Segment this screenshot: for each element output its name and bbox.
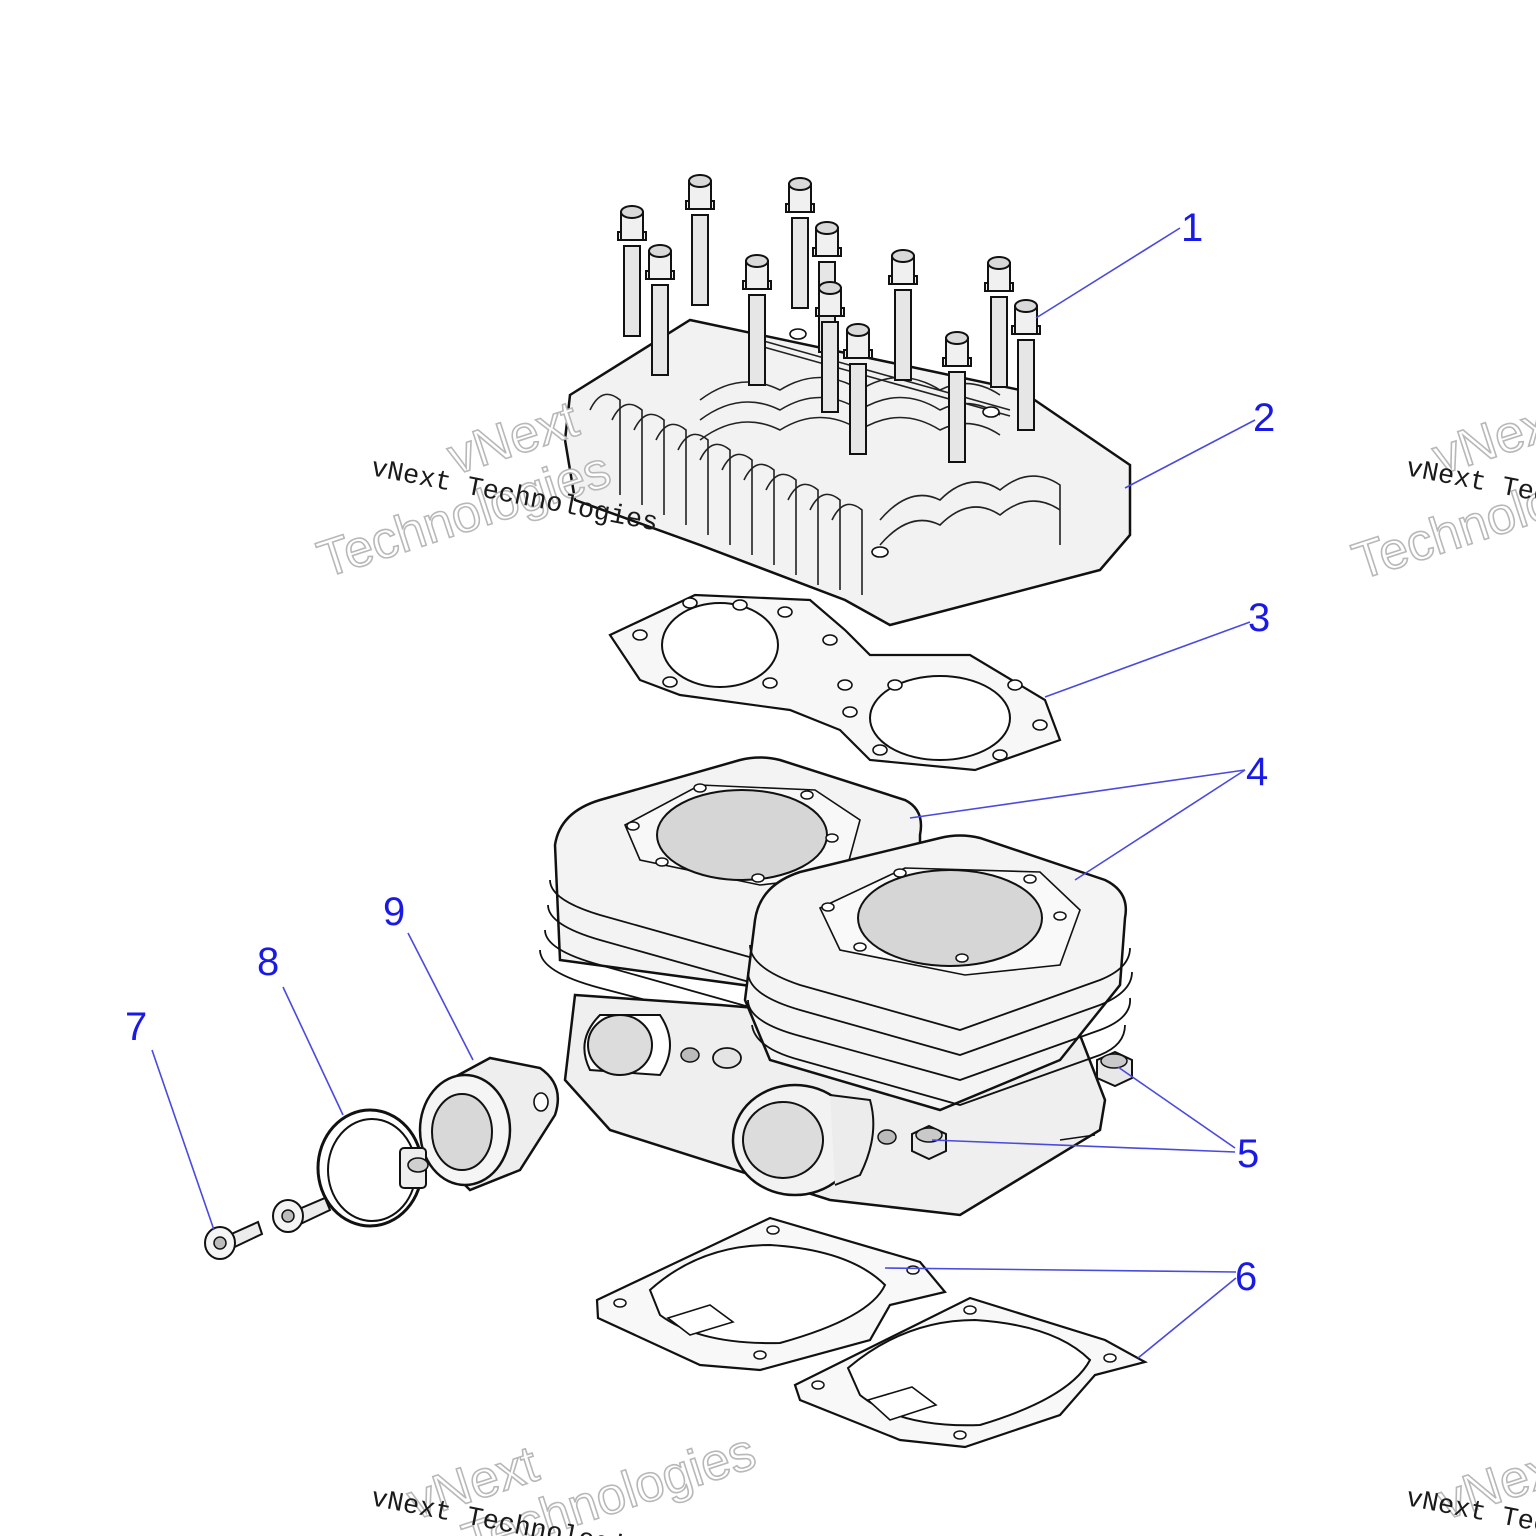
callout-3: 3 [1248, 596, 1270, 640]
watermark-top-right: vNext Technologies vNext Technologies [1345, 389, 1536, 592]
intake-boot [418, 1056, 560, 1192]
callout-9: 9 [383, 890, 405, 934]
head-gasket [608, 593, 1062, 772]
cylinder-head [563, 318, 1132, 627]
callout-1: 1 [1181, 206, 1203, 250]
callout-5: 5 [1237, 1132, 1259, 1176]
leader-lines [151, 227, 1256, 1359]
callout-2: 2 [1253, 396, 1275, 440]
base-gasket-rear [595, 1216, 947, 1372]
watermark-bottom-right: vNext vNext Technologies [1403, 1434, 1536, 1536]
callout-4: 4 [1246, 750, 1268, 794]
base-gasket-front [793, 1296, 1148, 1449]
cylinder-nuts [911, 1050, 1133, 1161]
watermark-bottom-left: vNext Technologies vNext Technologies [368, 1422, 763, 1536]
screws [204, 1196, 332, 1260]
cylinder-front [731, 834, 1133, 1197]
callout-labels: 1 2 3 4 5 6 7 8 9 [125, 206, 1275, 1299]
hose-clamp [316, 1108, 429, 1228]
callout-6: 6 [1235, 1255, 1257, 1299]
callout-8: 8 [257, 940, 279, 984]
callout-7: 7 [125, 1005, 147, 1049]
